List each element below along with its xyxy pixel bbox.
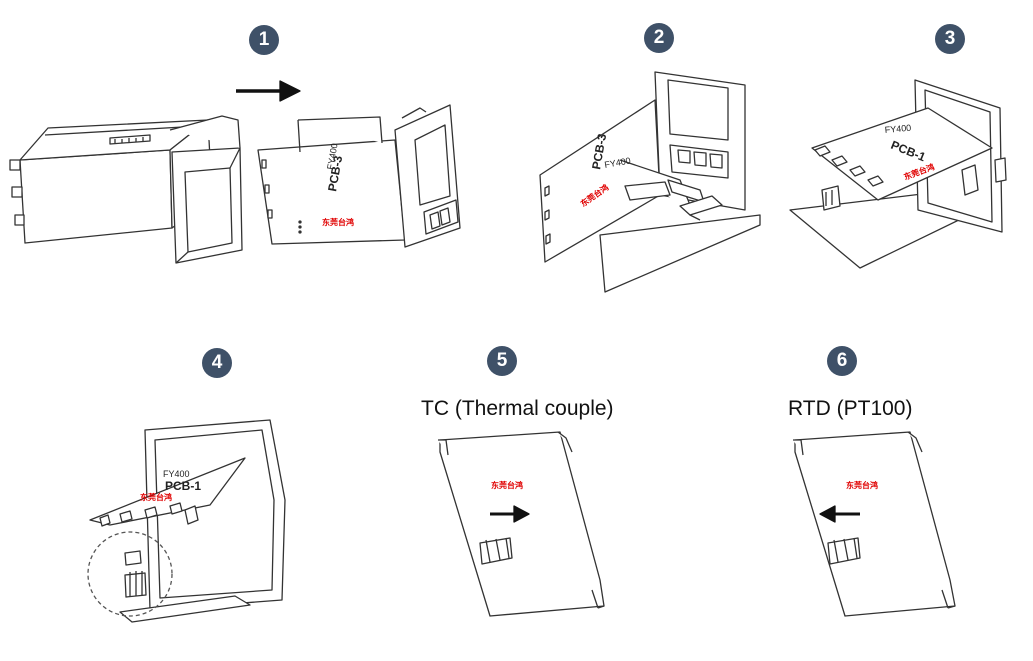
step-2-pcb-label: PCB-3 xyxy=(589,132,609,170)
step-3-badge: 3 xyxy=(935,24,965,54)
step-4-model-label: FY400 xyxy=(163,469,190,479)
step-1-model-label: FY400 xyxy=(325,142,339,170)
step-4-assembly: FY400 PCB-1 东莞台鸿 xyxy=(88,420,285,622)
step-5-number: 5 xyxy=(496,350,508,371)
step-3-model-label: FY400 xyxy=(884,123,911,135)
step-6-board: 东莞台鸿 xyxy=(793,432,955,616)
step-6-caption: RTD (PT100) xyxy=(788,397,913,420)
step-4-watermark: 东莞台鸿 xyxy=(140,492,172,502)
arrow-left-icon xyxy=(820,506,860,522)
step-6-badge: 6 xyxy=(827,346,857,376)
step-4-pcb-label: PCB-1 xyxy=(165,479,201,493)
step-5-board: 东莞台鸿 xyxy=(438,432,604,616)
step-3-assembly: FY400 PCB-1 东莞台鸿 xyxy=(790,80,1006,268)
arrow-right-icon xyxy=(490,506,529,522)
step-4-badge: 4 xyxy=(202,348,232,378)
step-5-caption: TC (Thermal couple) xyxy=(421,397,614,420)
step-6-watermark: 东莞台鸿 xyxy=(846,480,878,490)
arrow-right-icon xyxy=(236,81,300,101)
step-1-pcb-label: PCB-3 xyxy=(325,154,345,192)
step-5-badge: 5 xyxy=(487,346,517,376)
step-1-badge: 1 xyxy=(249,25,279,55)
step-2-number: 2 xyxy=(653,27,665,48)
step-3-number: 3 xyxy=(944,28,956,49)
step-5-watermark: 东莞台鸿 xyxy=(491,480,523,490)
step-2-assembly: FY400 PCB-3 东莞台鸿 xyxy=(540,72,760,292)
step-4-number: 4 xyxy=(211,352,223,373)
step-1-pcb-module: FY400 PCB-3 东莞台鸿 xyxy=(258,105,460,247)
step-6-number: 6 xyxy=(836,350,848,371)
step-1-watermark: 东莞台鸿 xyxy=(322,217,354,227)
step-1-housing xyxy=(10,116,242,263)
step-2-badge: 2 xyxy=(644,23,674,53)
step-1-number: 1 xyxy=(258,29,270,50)
step-2-model-label: FY400 xyxy=(604,156,632,170)
